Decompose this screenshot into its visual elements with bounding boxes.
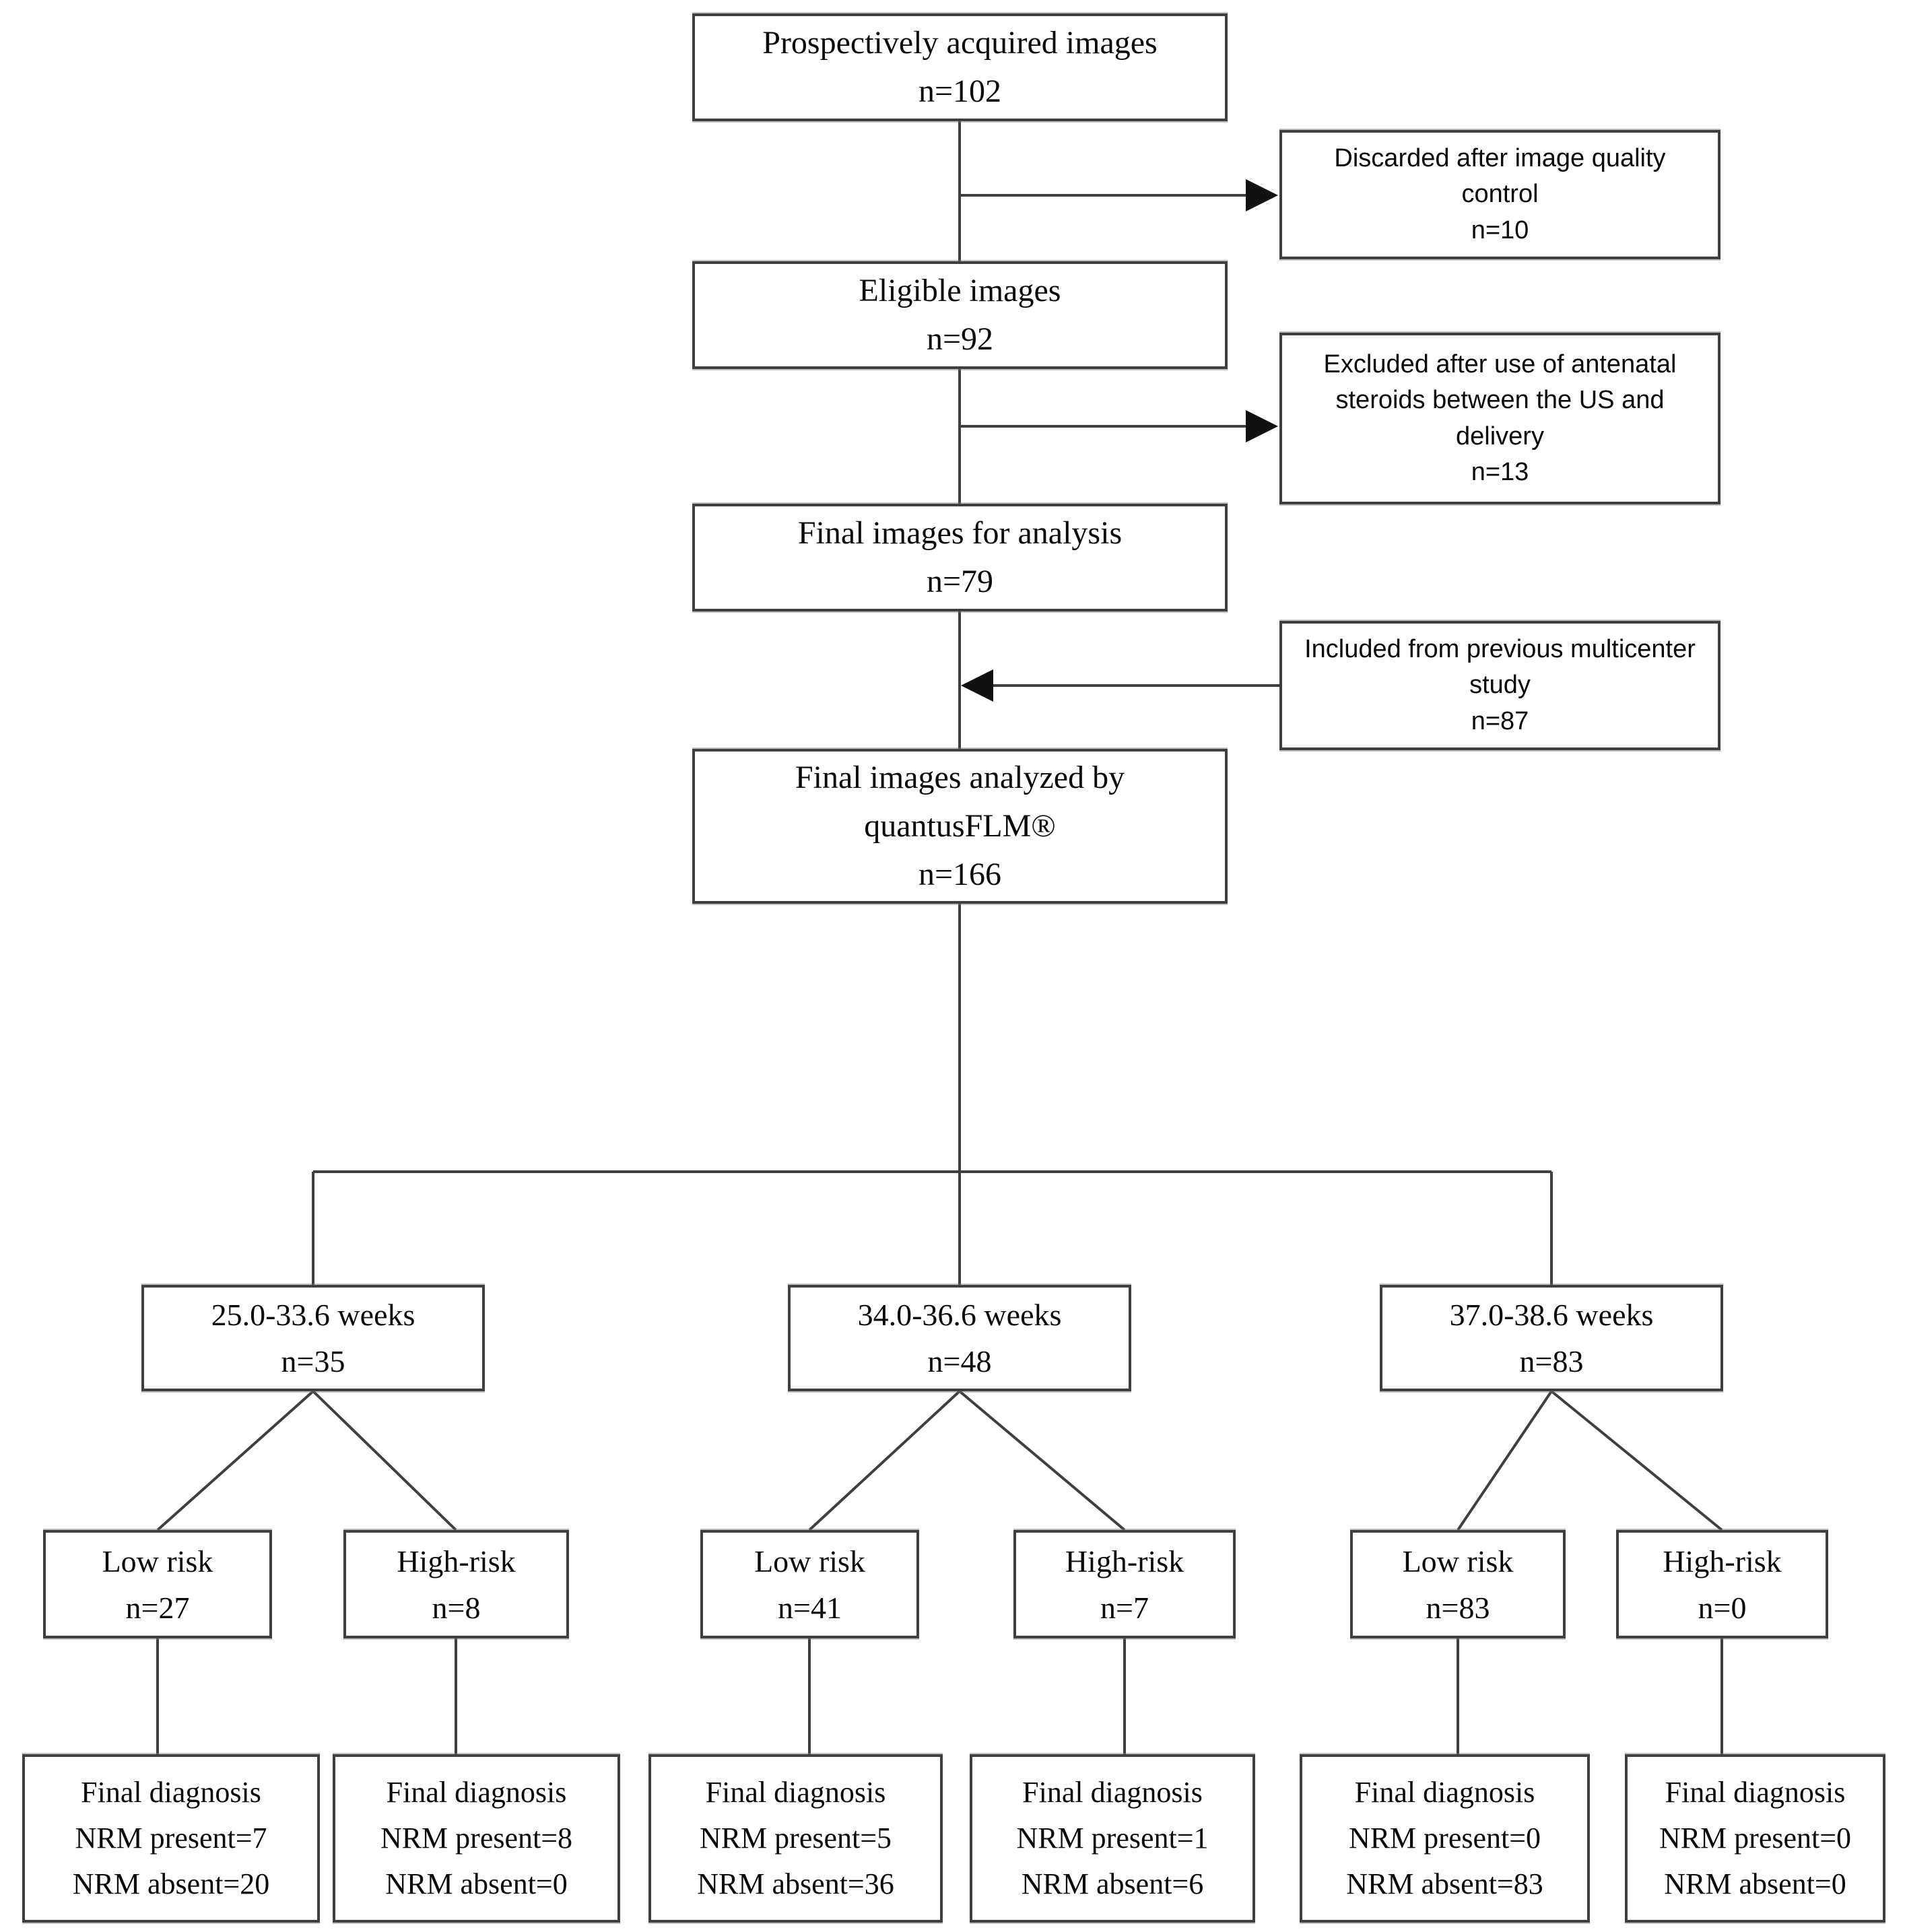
- diagnosis-present: NRM present=1: [1016, 1821, 1209, 1855]
- box-label: Low risk: [102, 1543, 213, 1578]
- box-text: Included from previous multicenter study: [1304, 635, 1696, 700]
- diagnosis-present: NRM present=0: [1659, 1821, 1852, 1855]
- box-label-line1: Final images analyzed by: [795, 760, 1125, 795]
- arrowhead-excluded-icon: [1246, 410, 1278, 442]
- box-label: High-risk: [1663, 1543, 1782, 1578]
- diagnosis-absent: NRM absent=36: [697, 1867, 894, 1901]
- box-count: n=7: [1100, 1590, 1149, 1625]
- box-eligible-images: Eligible images n=92: [692, 261, 1228, 369]
- box-label: Final images for analysis: [797, 515, 1123, 551]
- box-label: Low risk: [754, 1543, 865, 1578]
- diagnosis-absent: NRM absent=6: [1021, 1867, 1204, 1901]
- diagnosis-present: NRM present=7: [75, 1821, 267, 1855]
- box-count: n=13: [1471, 457, 1529, 486]
- diagnosis-present: NRM present=0: [1348, 1821, 1541, 1855]
- box-diagnosis-high-branch1: Final diagnosis NRM present=8 NRM absent…: [333, 1754, 620, 1923]
- box-text: Excluded after use of antenatal steroids…: [1323, 350, 1677, 451]
- box-discarded-quality-control: Discarded after image quality control n=…: [1279, 130, 1720, 259]
- box-count: n=102: [918, 73, 1002, 109]
- diagnosis-title: Final diagnosis: [386, 1775, 567, 1809]
- box-count: n=27: [125, 1590, 190, 1625]
- box-label: 34.0-36.6 weeks: [857, 1298, 1062, 1332]
- box-diagnosis-high-branch3: Final diagnosis NRM present=0 NRM absent…: [1625, 1754, 1885, 1923]
- box-risk-high-branch1: High-risk n=8: [343, 1530, 569, 1638]
- box-count: n=92: [926, 321, 994, 357]
- box-weeks-34-36: 34.0-36.6 weeks n=48: [788, 1285, 1131, 1391]
- diag-branch2-low: [808, 1390, 961, 1531]
- box-label: 25.0-33.6 weeks: [211, 1298, 415, 1332]
- box-diagnosis-low-branch2: Final diagnosis NRM present=5 NRM absent…: [648, 1754, 943, 1923]
- box-analyzed-by-quantusflm: Final images analyzed by quantusFLM® n=1…: [692, 749, 1228, 904]
- diagnosis-title: Final diagnosis: [81, 1775, 261, 1809]
- box-risk-low-branch2: Low risk n=41: [700, 1530, 919, 1638]
- box-excluded-antenatal-steroids: Excluded after use of antenatal steroids…: [1279, 333, 1720, 504]
- box-label-line2: quantusFLM®: [864, 808, 1056, 844]
- box-diagnosis-low-branch1: Final diagnosis NRM present=7 NRM absent…: [22, 1754, 320, 1923]
- box-count: n=48: [927, 1344, 992, 1378]
- box-risk-low-branch1: Low risk n=27: [43, 1530, 272, 1638]
- box-diagnosis-low-branch3: Final diagnosis NRM present=0 NRM absent…: [1300, 1754, 1590, 1923]
- arrowhead-included-icon: [961, 669, 993, 702]
- diag-branch3-low: [1457, 1390, 1553, 1531]
- box-count: n=83: [1426, 1590, 1490, 1625]
- diagnosis-absent: NRM absent=83: [1346, 1867, 1543, 1901]
- diag-branch1-high: [312, 1390, 457, 1531]
- diagnosis-title: Final diagnosis: [1022, 1775, 1203, 1809]
- box-count: n=166: [918, 857, 1002, 892]
- diag-branch2-high: [958, 1390, 1126, 1531]
- box-prospectively-acquired-images: Prospectively acquired images n=102: [692, 13, 1228, 121]
- diag-branch3-high: [1550, 1390, 1723, 1531]
- box-label: Prospectively acquired images: [762, 25, 1158, 61]
- box-label: 37.0-38.6 weeks: [1449, 1298, 1654, 1332]
- box-count: n=87: [1471, 706, 1529, 735]
- box-count: n=0: [1698, 1590, 1747, 1625]
- box-label: High-risk: [397, 1543, 516, 1578]
- box-count: n=8: [432, 1590, 481, 1625]
- diagnosis-title: Final diagnosis: [705, 1775, 886, 1809]
- diagnosis-absent: NRM absent=20: [72, 1867, 270, 1901]
- box-diagnosis-high-branch2: Final diagnosis NRM present=1 NRM absent…: [970, 1754, 1255, 1923]
- diagnosis-present: NRM present=8: [380, 1821, 573, 1855]
- box-count: n=83: [1519, 1344, 1584, 1378]
- box-included-multicenter-study: Included from previous multicenter study…: [1279, 621, 1720, 750]
- box-weeks-25-33: 25.0-33.6 weeks n=35: [141, 1285, 485, 1391]
- box-count: n=41: [778, 1590, 842, 1625]
- box-final-images-analysis: Final images for analysis n=79: [692, 504, 1228, 611]
- box-text: Discarded after image quality control: [1334, 144, 1666, 209]
- diagnosis-absent: NRM absent=0: [1664, 1867, 1846, 1901]
- diagnosis-absent: NRM absent=0: [385, 1867, 568, 1901]
- box-count: n=79: [926, 564, 994, 599]
- box-weeks-37-38: 37.0-38.6 weeks n=83: [1380, 1285, 1723, 1391]
- diagnosis-title: Final diagnosis: [1665, 1775, 1846, 1809]
- box-count: n=10: [1471, 215, 1529, 244]
- box-risk-low-branch3: Low risk n=83: [1350, 1530, 1566, 1638]
- box-count: n=35: [281, 1344, 345, 1378]
- diagnosis-present: NRM present=5: [699, 1821, 892, 1855]
- box-risk-high-branch3: High-risk n=0: [1616, 1530, 1828, 1638]
- diag-branch1-low: [156, 1390, 314, 1531]
- arrowhead-discarded-icon: [1246, 179, 1278, 211]
- diagnosis-title: Final diagnosis: [1354, 1775, 1535, 1809]
- box-label: High-risk: [1065, 1543, 1184, 1578]
- box-label: Eligible images: [859, 273, 1061, 308]
- box-label: Low risk: [1402, 1543, 1514, 1578]
- box-risk-high-branch2: High-risk n=7: [1013, 1530, 1236, 1638]
